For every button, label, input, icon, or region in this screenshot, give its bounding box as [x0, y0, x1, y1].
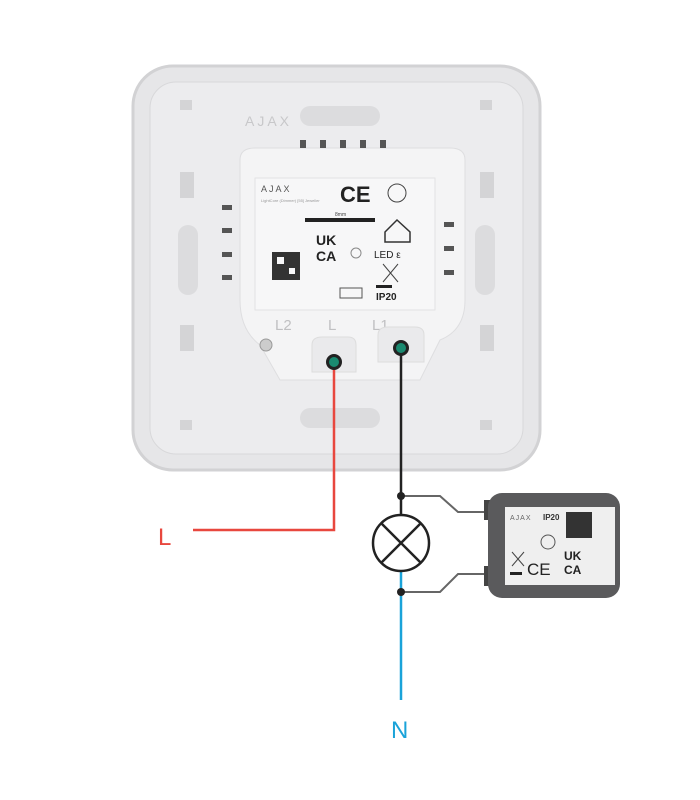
weee-icon: [382, 263, 399, 283]
terminal-l: [329, 357, 339, 367]
module-ukca-top: UK: [564, 549, 582, 563]
label-model: LightCore (Dimmer) [55] Jeweller: [261, 198, 320, 203]
module-weee-icon: [511, 551, 525, 567]
module-ukca-bottom: CA: [564, 563, 582, 577]
ukca-top: UK: [316, 232, 336, 248]
ukca-bottom: CA: [316, 248, 336, 264]
strip-length: 8mm: [335, 212, 346, 218]
lamp-symbol-icon: [350, 247, 362, 259]
screw-icon: [259, 338, 273, 352]
module-wire-bottom: [401, 573, 490, 593]
bypass-module: AJAX IP20 CE UK CA: [484, 493, 620, 598]
module-qr-code: [566, 512, 592, 538]
line-wire: [193, 362, 336, 532]
junction-dot: [397, 492, 405, 500]
module-ip: IP20: [543, 513, 560, 522]
junction-dot: [397, 588, 405, 596]
house-icon: [384, 218, 411, 243]
line-label: L: [158, 524, 171, 551]
qr-code: [272, 252, 300, 280]
module-ce-mark: CE: [527, 560, 551, 579]
terminal-label-l: L: [328, 317, 336, 334]
ip-rating: IP20: [376, 292, 397, 303]
lamp-icon: [371, 513, 431, 573]
label-brand: AJAX: [261, 184, 292, 194]
ce-mark: CE: [340, 182, 371, 207]
terminal-label-l2: L2: [275, 317, 292, 334]
module-wire-top: [401, 495, 490, 513]
neutral-label: N: [391, 717, 408, 744]
terminal-l1: [396, 343, 406, 353]
led-mark: LED ε: [374, 250, 401, 261]
plate-brand: AJAX: [245, 113, 292, 129]
relay-module: AJAX LightCore (Dimmer) [55] Jeweller CE…: [222, 140, 466, 381]
module-brand: AJAX: [510, 515, 532, 522]
